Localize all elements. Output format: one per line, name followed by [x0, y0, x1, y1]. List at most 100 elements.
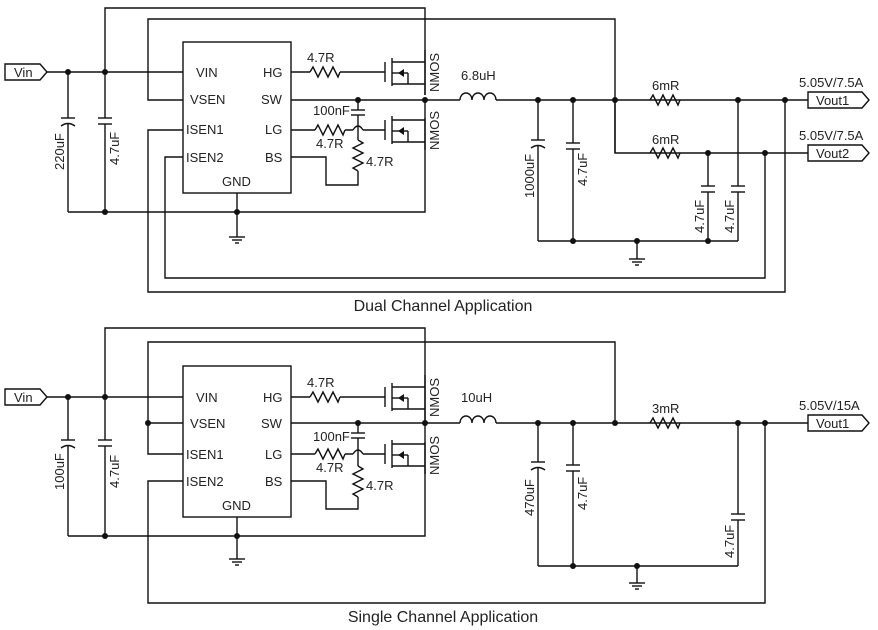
dual-boot-capacitor: 100nF	[313, 100, 365, 140]
single-cout-capacitor-a: 4.7uF	[722, 423, 745, 566]
dual-lg-resistor	[314, 123, 346, 137]
single-cout-bulk-capacitor: 470uF	[522, 423, 546, 566]
svg-text:VSEN: VSEN	[190, 416, 225, 431]
svg-text:4.7uF: 4.7uF	[107, 455, 122, 488]
svg-text:GND: GND	[222, 498, 251, 513]
svg-text:SW: SW	[261, 92, 283, 107]
single-hg-resistor	[309, 390, 341, 404]
svg-text:ISEN1: ISEN1	[186, 447, 224, 462]
single-cin-ceramic-capacitor: 4.7uF	[98, 397, 122, 536]
dual-ic-ground-icon	[228, 229, 246, 244]
dual-caption: Dual Channel Application	[354, 298, 533, 315]
svg-text:3mR: 3mR	[652, 401, 679, 416]
dual-isen1-sense-wire	[147, 100, 786, 293]
svg-text:GND: GND	[222, 174, 251, 189]
dual-vout2-flag: Vout2	[807, 144, 870, 162]
dual-vout1-flag: Vout1	[807, 91, 870, 109]
dual-vin-flag: Vin	[4, 63, 48, 81]
svg-text:220uF: 220uF	[52, 133, 67, 170]
single-vsen-feedback-wire	[147, 341, 616, 424]
single-high-side-nmos: NMOS	[384, 375, 442, 423]
svg-text:VSEN: VSEN	[190, 92, 225, 107]
dual-isen2-sense-wire	[164, 153, 766, 279]
svg-text:NMOS: NMOS	[427, 378, 442, 417]
single-isen2-sense-wire	[147, 423, 766, 604]
dual-cout-bulk-capacitor: 1000uF	[522, 100, 546, 241]
dual-high-side-nmos: NMOS	[384, 50, 442, 95]
svg-text:4.7R: 4.7R	[307, 375, 334, 390]
svg-text:470uF: 470uF	[522, 479, 537, 516]
single-cout-ceramic-capacitor: 4.7uF	[566, 423, 590, 566]
dual-vout1-spec: 5.05V/7.5A	[799, 75, 864, 90]
svg-text:LG: LG	[265, 122, 282, 137]
svg-text:4.7uF: 4.7uF	[575, 477, 590, 510]
dual-bs-resistor	[351, 139, 365, 172]
svg-text:Vin: Vin	[14, 65, 33, 80]
svg-text:NMOS: NMOS	[427, 436, 442, 475]
svg-text:4.7R: 4.7R	[316, 460, 343, 475]
dual-sense-resistor-2	[649, 146, 681, 160]
single-vin-to-hs-drain-wire	[104, 327, 426, 420]
single-isen1-wire	[147, 423, 183, 455]
svg-text:BS: BS	[265, 474, 283, 489]
single-lg-resistor	[314, 447, 346, 461]
svg-text:4.7uF: 4.7uF	[722, 200, 737, 233]
svg-text:Vout1: Vout1	[816, 416, 849, 431]
single-output-ground-icon	[628, 575, 646, 590]
dual-low-side-nmos: NMOS	[384, 100, 442, 150]
dual-cin-bulk-capacitor: 220uF	[52, 72, 76, 212]
svg-text:BS: BS	[265, 150, 283, 165]
svg-text:ISEN1: ISEN1	[186, 122, 224, 137]
svg-text:4.7R: 4.7R	[366, 478, 393, 493]
svg-text:ISEN2: ISEN2	[186, 474, 224, 489]
svg-text:Vout1: Vout1	[816, 93, 849, 108]
svg-text:100nF: 100nF	[313, 429, 350, 444]
single-vout1-spec: 5.05V/15A	[799, 398, 860, 413]
dual-hg-resistor	[309, 65, 341, 79]
dual-vsen-feedback-wire	[147, 18, 616, 153]
dual-inductor	[459, 92, 497, 101]
single-ic-ground-icon	[228, 551, 246, 566]
svg-text:VIN: VIN	[196, 390, 218, 405]
svg-text:4.7R: 4.7R	[307, 50, 334, 65]
svg-text:6mR: 6mR	[652, 78, 679, 93]
svg-text:4.7R: 4.7R	[316, 136, 343, 151]
single-cin-bulk-capacitor: 100uF	[52, 397, 76, 536]
single-vin-flag: Vin	[4, 388, 48, 406]
svg-text:100nF: 100nF	[313, 103, 350, 118]
svg-text:6mR: 6mR	[652, 132, 679, 147]
dual-cout2-capacitor-b: 4.7uF	[722, 100, 745, 241]
single-caption: Single Channel Application	[348, 609, 538, 626]
svg-text:HG: HG	[263, 65, 283, 80]
svg-text:4.7R: 4.7R	[366, 154, 393, 169]
svg-text:LG: LG	[265, 447, 282, 462]
svg-text:Vout2: Vout2	[816, 146, 849, 161]
svg-text:NMOS: NMOS	[427, 111, 442, 150]
svg-text:ISEN2: ISEN2	[186, 150, 224, 165]
single-boot-capacitor: 100nF	[313, 423, 365, 466]
svg-text:1000uF: 1000uF	[522, 154, 537, 198]
single-controller-ic: VIN VSEN ISEN1 ISEN2 GND HG SW LG BS	[182, 365, 292, 518]
dual-cout-ceramic-capacitor: 4.7uF	[566, 100, 590, 241]
svg-text:4.7uF: 4.7uF	[692, 200, 707, 233]
dual-channel-schematic: Vin 220uF 4.7uF VIN VSEN	[4, 7, 870, 315]
svg-text:4.7uF: 4.7uF	[722, 525, 737, 558]
svg-text:6.8uH: 6.8uH	[461, 68, 496, 83]
svg-text:HG: HG	[263, 390, 283, 405]
single-bs-resistor	[351, 465, 365, 498]
svg-text:10uH: 10uH	[461, 390, 492, 405]
single-vout1-flag: Vout1	[807, 414, 870, 432]
dual-sense-resistor-1	[649, 93, 681, 107]
single-channel-schematic: Vin 100uF 4.7uF VIN VSEN ISEN1	[4, 327, 870, 626]
dual-controller-ic: VIN VSEN ISEN1 ISEN2 GND HG SW LG BS	[182, 41, 292, 194]
svg-text:NMOS: NMOS	[427, 53, 442, 92]
svg-text:VIN: VIN	[196, 65, 218, 80]
svg-text:4.7uF: 4.7uF	[107, 132, 122, 165]
single-inductor	[459, 415, 497, 424]
dual-output-ground-icon	[628, 251, 646, 266]
single-sense-resistor	[649, 416, 681, 430]
svg-text:SW: SW	[261, 416, 283, 431]
svg-text:100uF: 100uF	[52, 453, 67, 490]
svg-text:Vin: Vin	[14, 390, 33, 405]
